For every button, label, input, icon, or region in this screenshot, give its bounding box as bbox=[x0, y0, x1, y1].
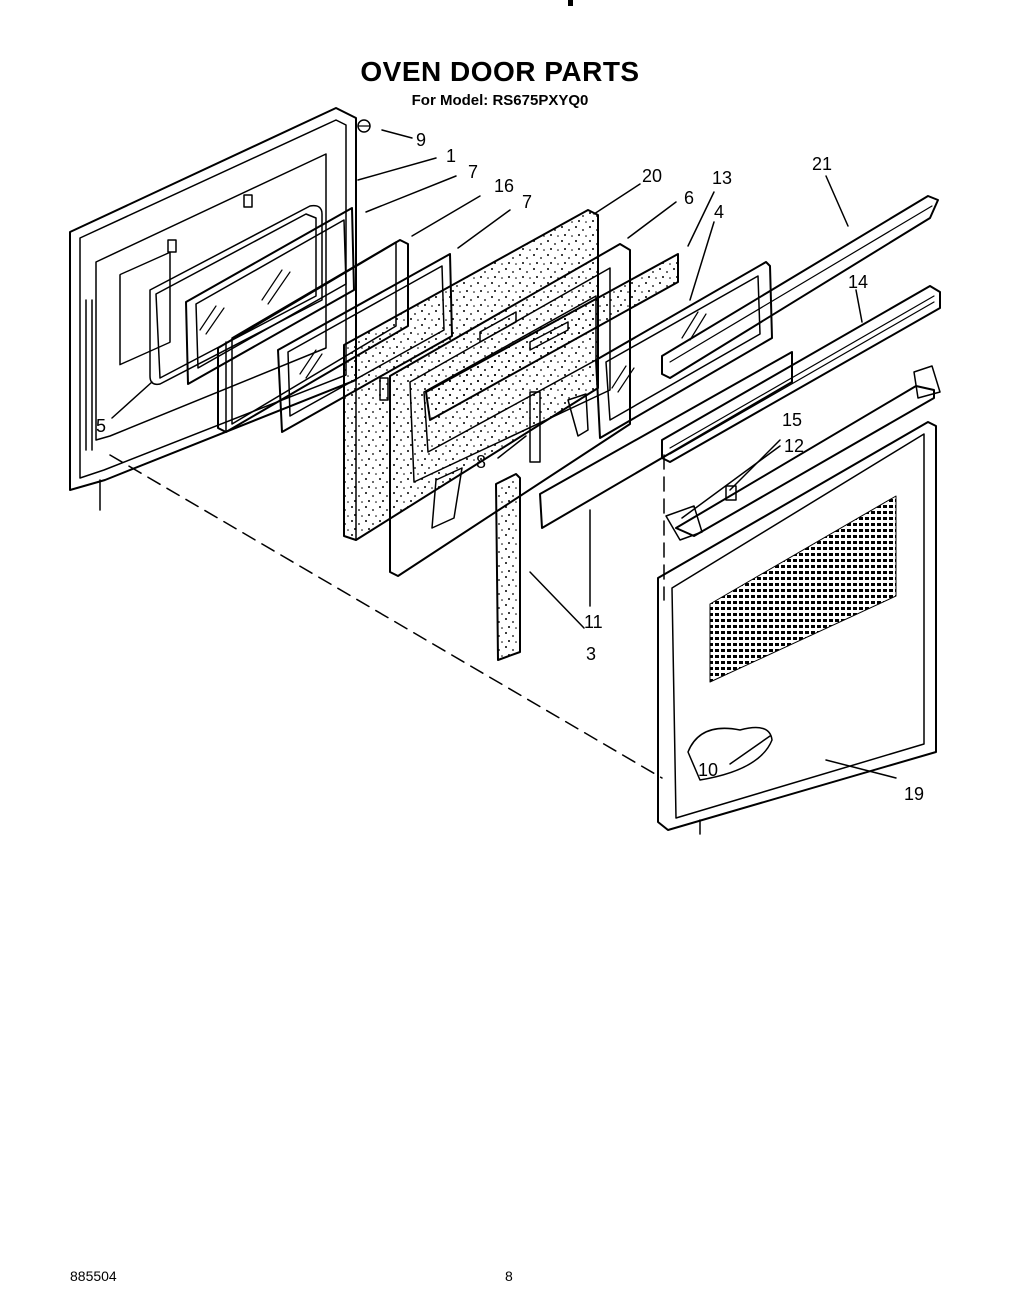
callout-19: 19 bbox=[904, 784, 924, 804]
page-title: OVEN DOOR PARTS bbox=[360, 56, 640, 87]
vent-strip-part-13 bbox=[425, 253, 679, 421]
callout-4: 4 bbox=[714, 202, 724, 222]
callout-13: 13 bbox=[712, 168, 732, 188]
handle-rail-part-12 bbox=[665, 365, 941, 541]
document-number: 885504 bbox=[70, 1268, 117, 1284]
callout-labels: 9 1 7 16 7 20 13 6 4 21 14 5 8 15 12 11 … bbox=[96, 130, 924, 804]
callout-11: 11 bbox=[584, 612, 603, 632]
callout-20: 20 bbox=[642, 166, 662, 186]
outer-door-frame bbox=[69, 107, 357, 511]
wire-frame-part-5 bbox=[149, 194, 323, 386]
callout-7-a: 7 bbox=[468, 162, 478, 182]
callout-5: 5 bbox=[96, 416, 106, 436]
alignment-lines bbox=[109, 454, 665, 779]
leader-lines bbox=[111, 129, 897, 779]
bottom-trim-part-11 bbox=[539, 351, 793, 529]
callout-8: 8 bbox=[476, 452, 486, 472]
inner-glass-part-7a bbox=[185, 207, 355, 385]
callout-6: 6 bbox=[684, 188, 694, 208]
insulation-strip-part-3 bbox=[495, 473, 521, 661]
callout-3: 3 bbox=[586, 644, 596, 664]
callout-10: 10 bbox=[698, 760, 718, 780]
page-number: 8 bbox=[505, 1268, 513, 1284]
callout-21: 21 bbox=[812, 154, 832, 174]
callout-12: 12 bbox=[784, 436, 804, 456]
callout-7-b: 7 bbox=[522, 192, 532, 212]
callout-1: 1 bbox=[446, 146, 456, 166]
top-trim-part-21 bbox=[661, 195, 939, 379]
vent-trim-part-14 bbox=[661, 285, 941, 463]
model-subtitle: For Model: RS675PXYQ0 bbox=[411, 92, 589, 109]
outer-panel-part-19 bbox=[657, 421, 937, 835]
screw-part-9 bbox=[357, 119, 371, 133]
callout-9: 9 bbox=[416, 130, 426, 150]
callout-15: 15 bbox=[782, 410, 802, 430]
callout-14: 14 bbox=[848, 272, 868, 292]
callout-16: 16 bbox=[494, 176, 514, 196]
